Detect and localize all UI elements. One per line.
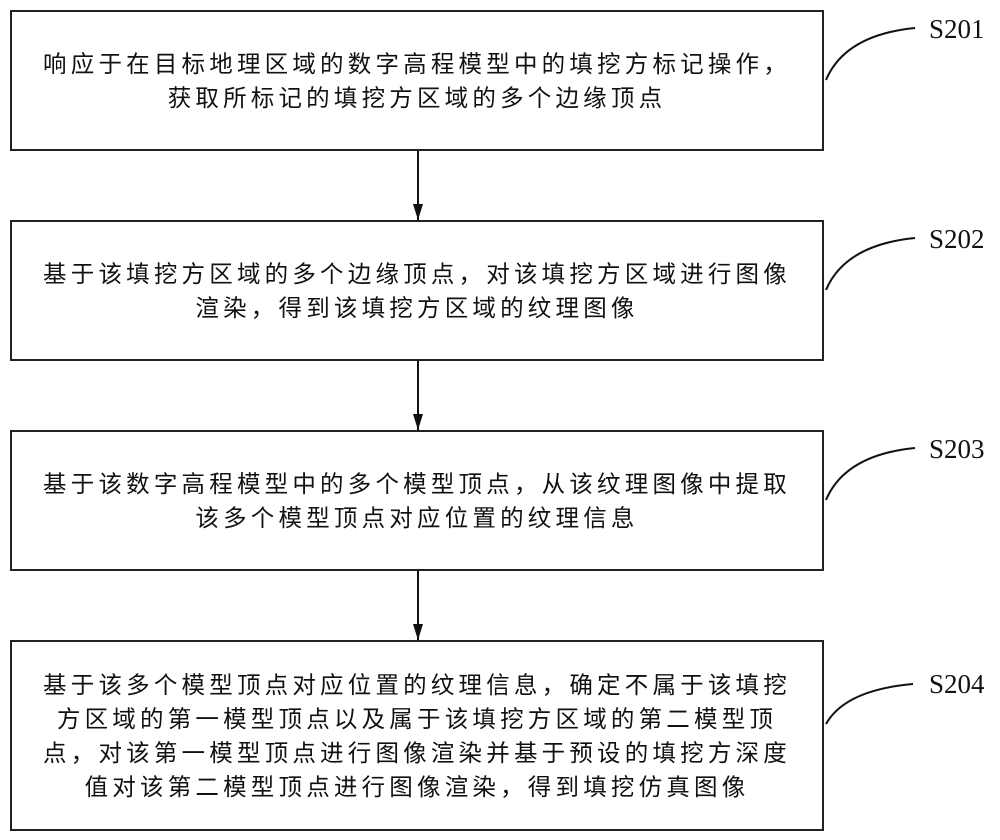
step-label-s203: S203 bbox=[929, 434, 985, 464]
step-box-s203: 基于该数字高程模型中的多个模型顶点，从该纹理图像中提取 该多个模型顶点对应位置的… bbox=[10, 430, 824, 571]
step-label-s201: S201 bbox=[929, 14, 985, 44]
arrowhead-icon bbox=[413, 624, 423, 640]
arrowhead-icon bbox=[413, 204, 423, 220]
step-box-s204: 基于该多个模型顶点对应位置的纹理信息，确定不属于该填挖 方区域的第一模型顶点以及… bbox=[10, 640, 824, 831]
leader-line-s202 bbox=[825, 237, 916, 291]
step-line: 基于该多个模型顶点对应位置的纹理信息，确定不属于该填挖 bbox=[43, 670, 791, 699]
arrowhead-icon bbox=[413, 414, 423, 430]
step-box-s201: 响应于在目标地理区域的数字高程模型中的填挖方标记操作， 获取所标记的填挖方区域的… bbox=[10, 10, 824, 151]
step-line: 该多个模型顶点对应位置的纹理信息 bbox=[195, 503, 639, 532]
step-line: 方区域的第一模型顶点以及属于该填挖方区域的第二模型顶 bbox=[56, 704, 778, 733]
step-line: 响应于在目标地理区域的数字高程模型中的填挖方标记操作， bbox=[43, 49, 791, 78]
leader-line-s201 bbox=[825, 27, 916, 81]
step-box-s202: 基于该填挖方区域的多个边缘顶点，对该填挖方区域进行图像 渲染，得到该填挖方区域的… bbox=[10, 220, 824, 361]
leader-line-s204 bbox=[825, 683, 914, 725]
step-line: 获取所标记的填挖方区域的多个边缘顶点 bbox=[167, 83, 667, 112]
step-line: 渲染，得到该填挖方区域的纹理图像 bbox=[195, 293, 639, 322]
step-text-s203: 基于该数字高程模型中的多个模型顶点，从该纹理图像中提取 该多个模型顶点对应位置的… bbox=[35, 467, 799, 535]
step-label-s202: S202 bbox=[929, 224, 985, 254]
step-line: 值对该第二模型顶点进行图像渲染，得到填挖仿真图像 bbox=[84, 772, 750, 801]
step-text-s201: 响应于在目标地理区域的数字高程模型中的填挖方标记操作， 获取所标记的填挖方区域的… bbox=[35, 47, 799, 115]
leader-line-s203 bbox=[825, 447, 916, 501]
step-line: 基于该填挖方区域的多个边缘顶点，对该填挖方区域进行图像 bbox=[43, 259, 791, 288]
step-line: 点，对该第一模型顶点进行图像渲染并基于预设的填挖方深度 bbox=[43, 738, 791, 767]
step-label-s204: S204 bbox=[929, 669, 985, 699]
step-line: 基于该数字高程模型中的多个模型顶点，从该纹理图像中提取 bbox=[43, 469, 791, 498]
step-text-s202: 基于该填挖方区域的多个边缘顶点，对该填挖方区域进行图像 渲染，得到该填挖方区域的… bbox=[35, 257, 799, 325]
step-text-s204: 基于该多个模型顶点对应位置的纹理信息，确定不属于该填挖 方区域的第一模型顶点以及… bbox=[35, 668, 799, 804]
